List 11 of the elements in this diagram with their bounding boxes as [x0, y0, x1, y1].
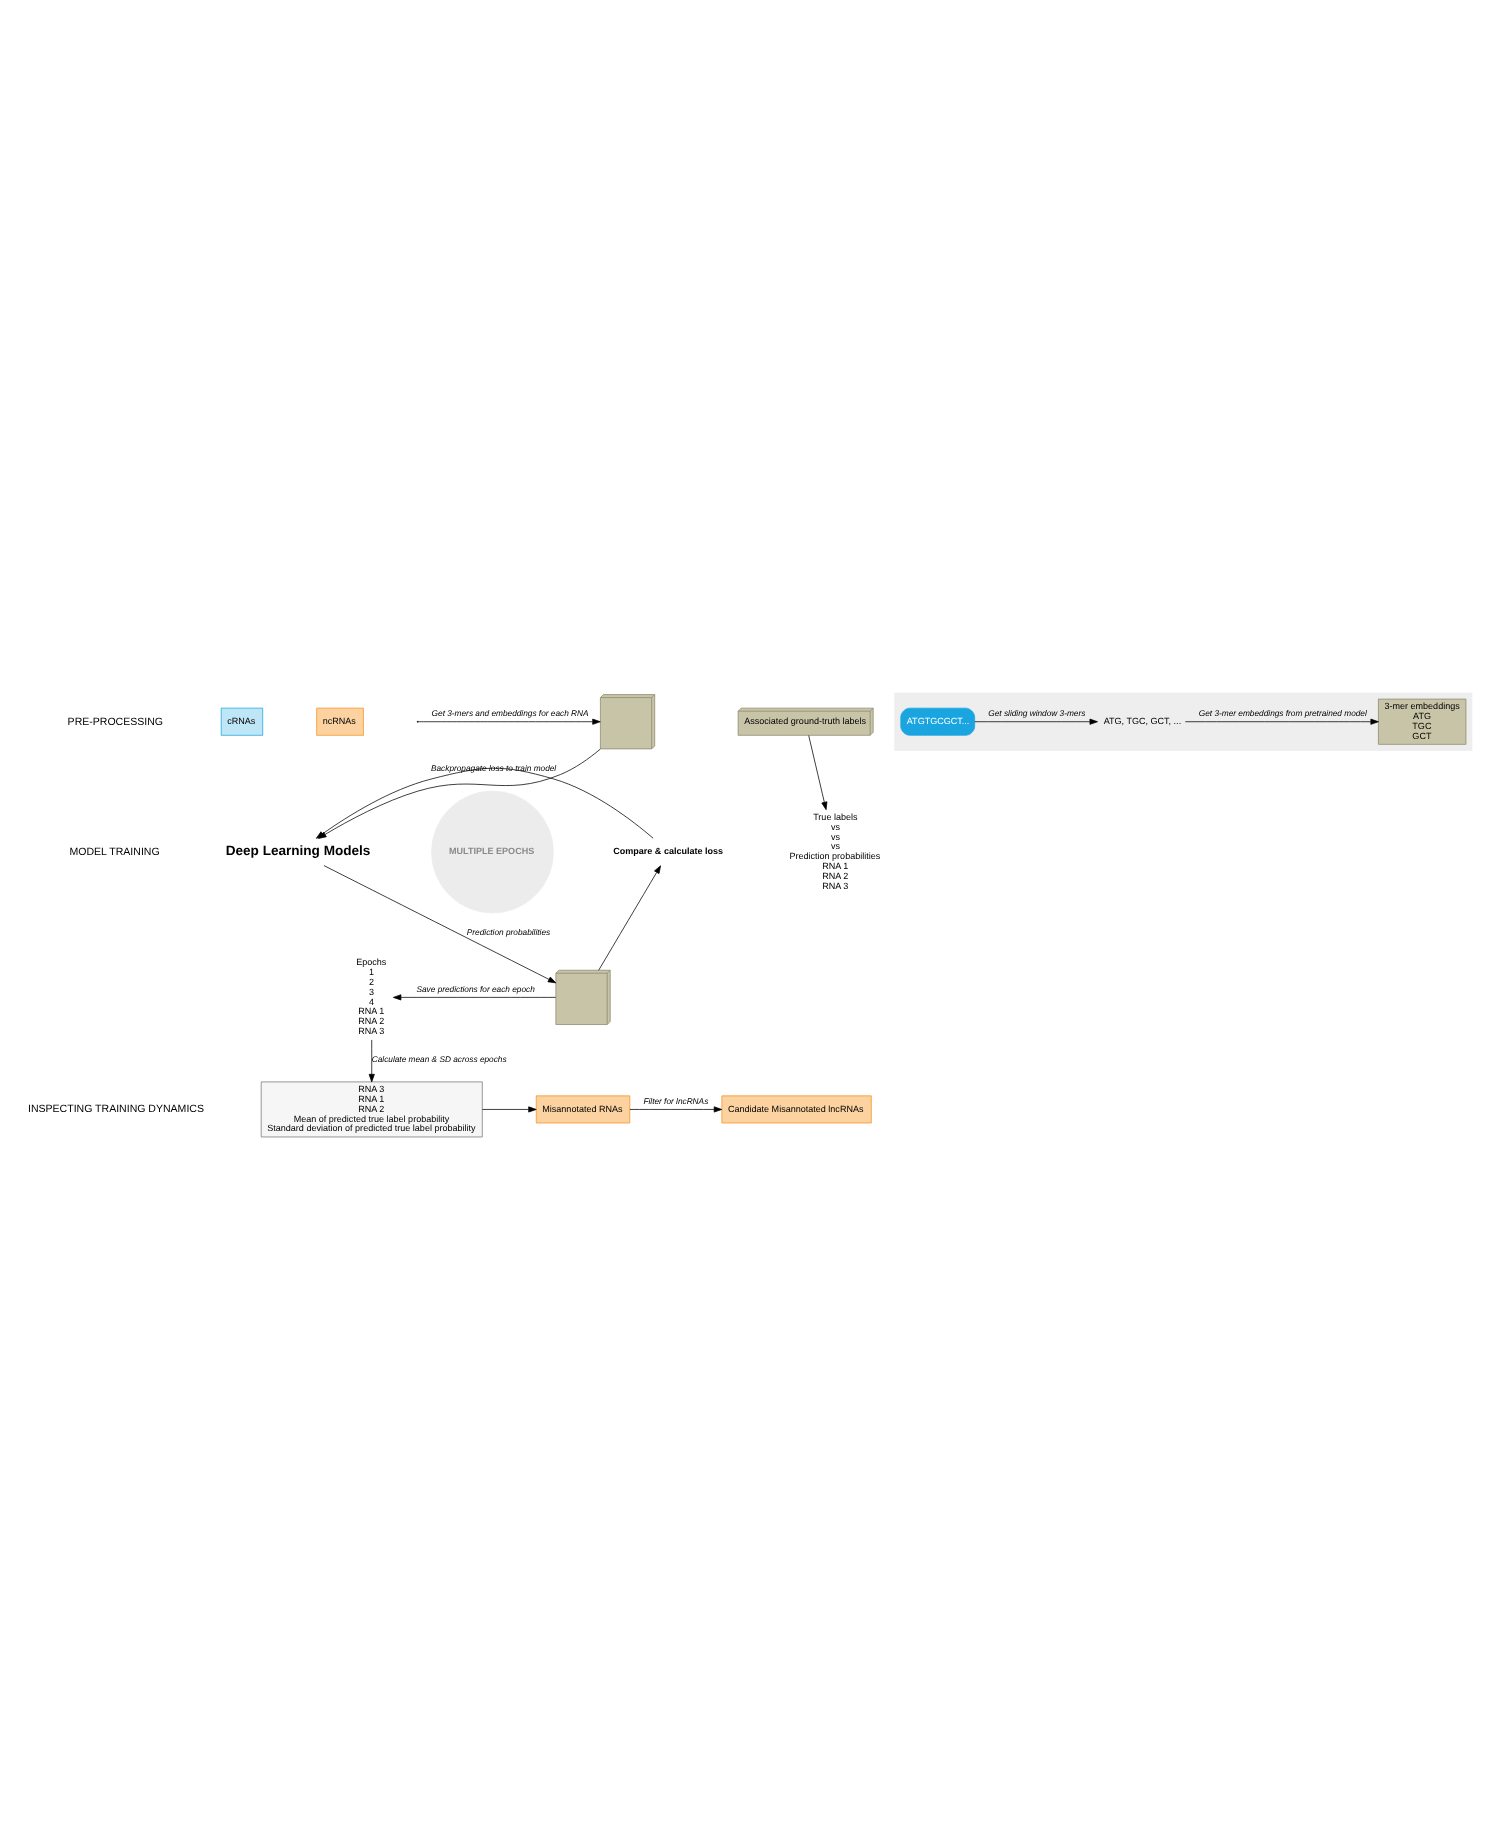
- cluster: [894, 691, 1473, 750]
- arrow: [974, 717, 1098, 724]
- arrow: [393, 993, 557, 1000]
- arrow: [629, 1105, 723, 1112]
- arrow: [481, 1105, 537, 1112]
- arrow: [323, 864, 557, 983]
- arrow: [368, 1038, 375, 1082]
- arrow: [598, 864, 661, 970]
- arrow: [1184, 717, 1379, 724]
- arrow: [808, 734, 828, 810]
- arrow: [418, 717, 601, 724]
